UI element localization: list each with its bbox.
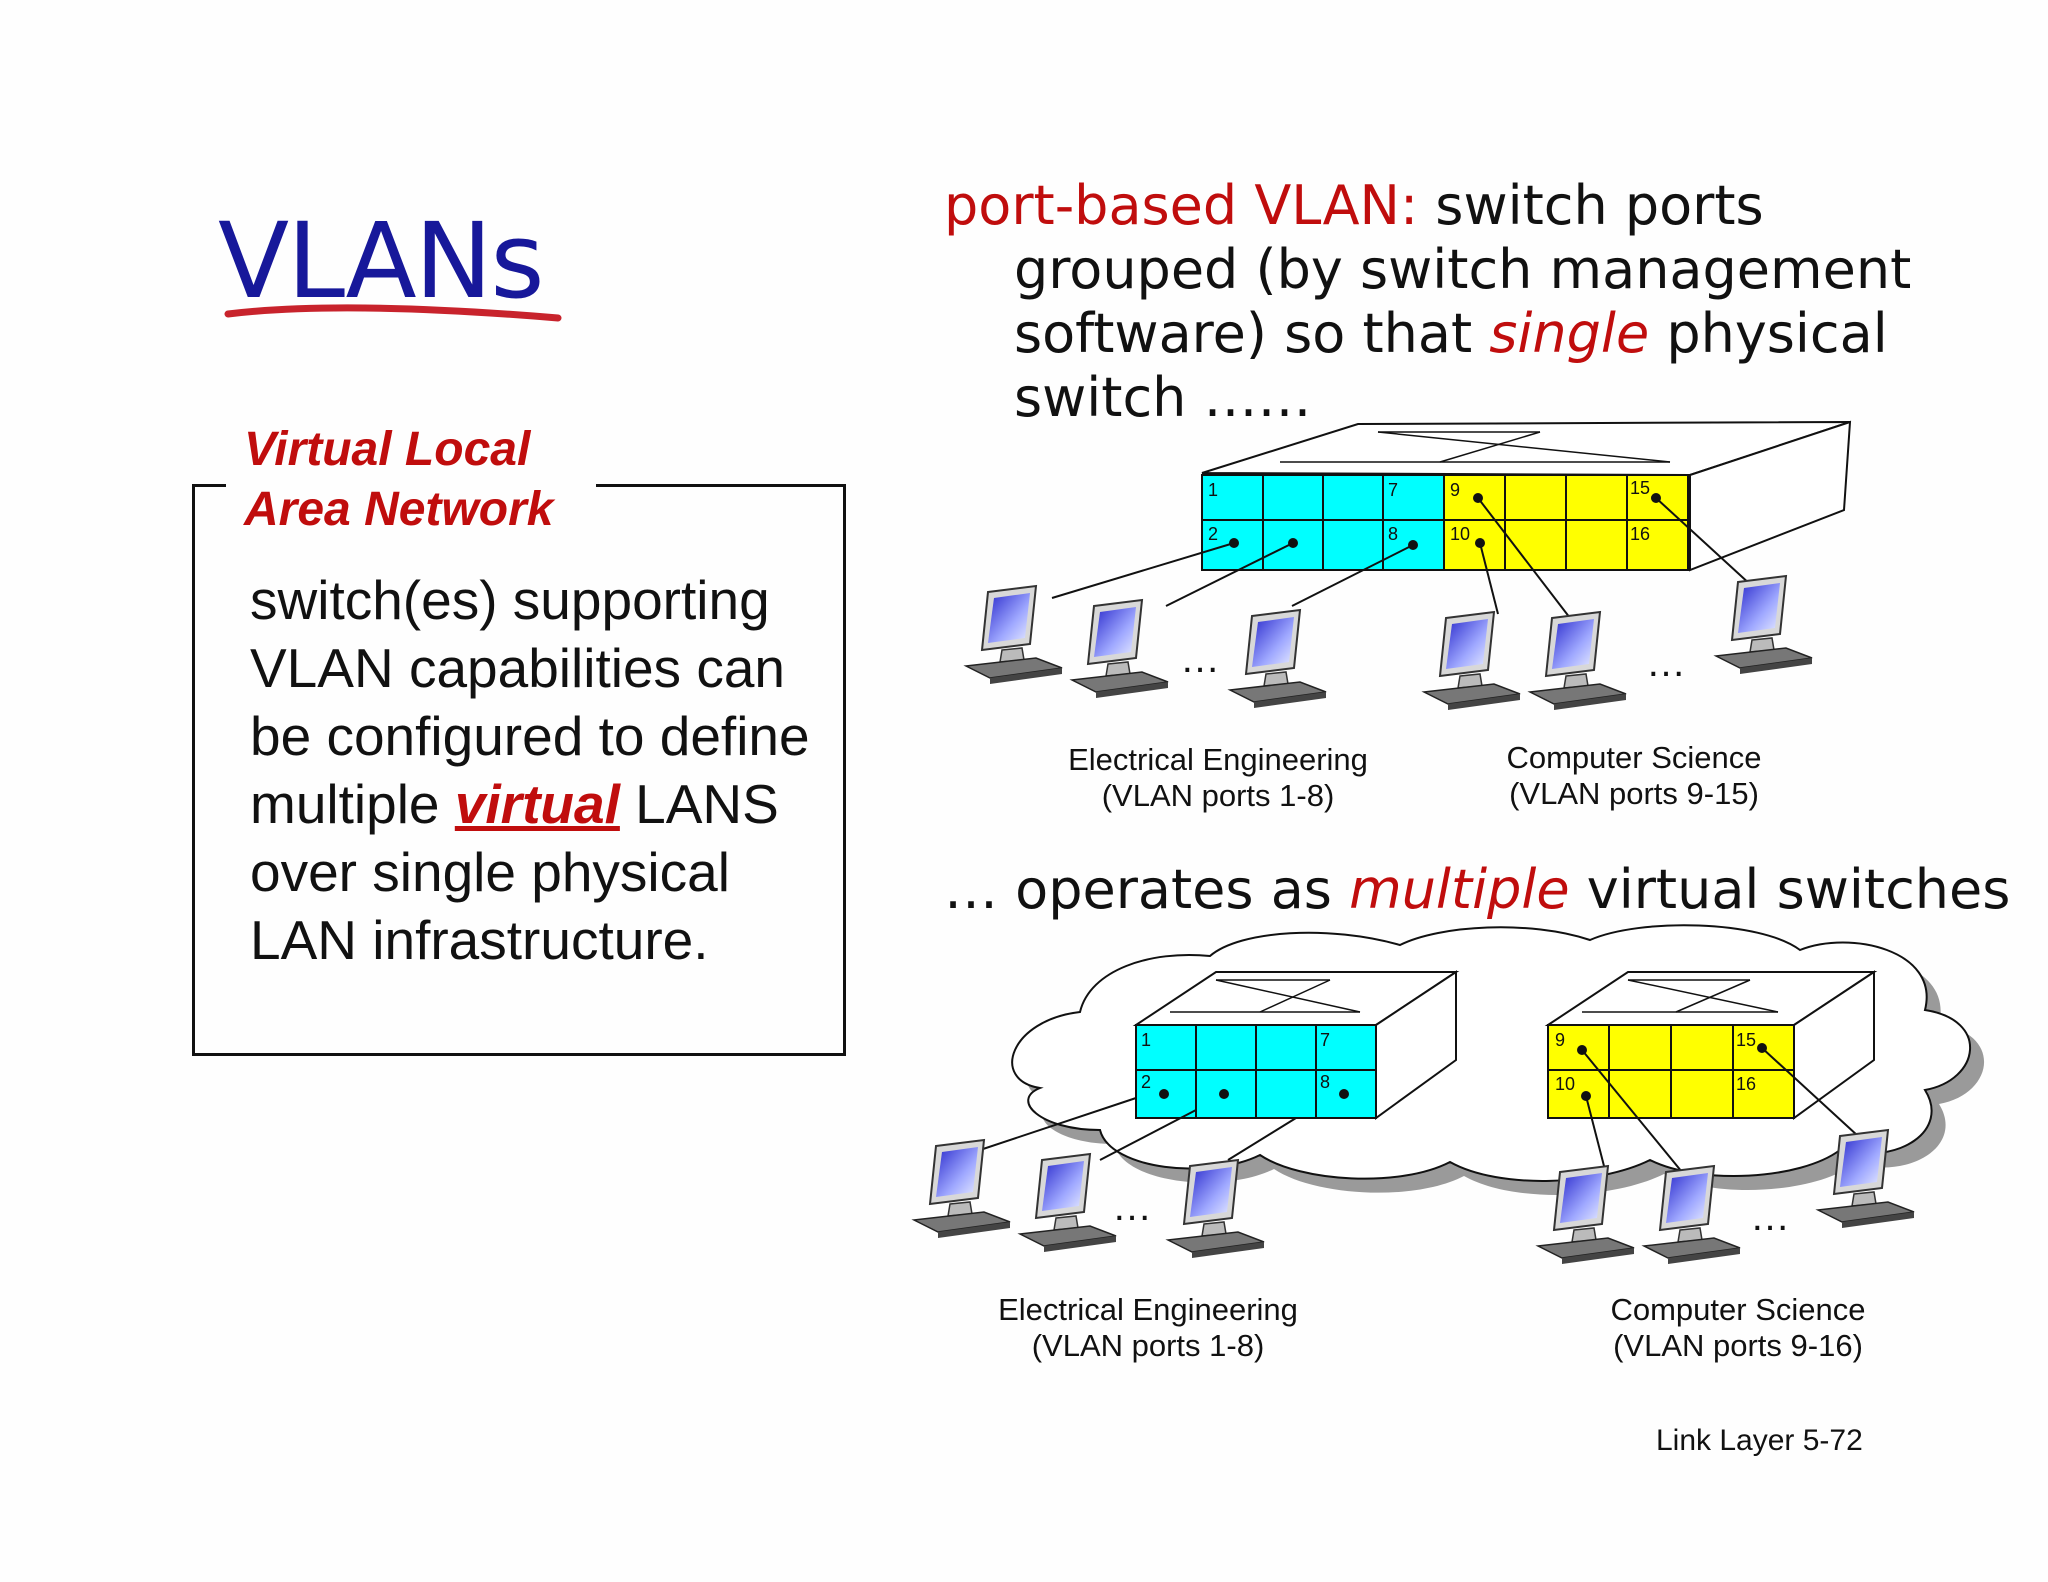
ee-ellipsis: … bbox=[1180, 637, 1220, 681]
cs-virtual-switch: 9 15 10 16 bbox=[1544, 970, 1878, 1173]
computer-icon bbox=[1715, 575, 1813, 675]
operates-multiple: multiple bbox=[1349, 858, 1570, 921]
headline-line-4: switch …… bbox=[1014, 366, 1312, 429]
port-label: 2 bbox=[1208, 524, 1218, 544]
port-label: 10 bbox=[1555, 1074, 1575, 1094]
top-ee-label-line-2: (VLAN ports 1-8) bbox=[1101, 778, 1335, 813]
computer-icon bbox=[1229, 609, 1327, 709]
bottom-cs-label: Computer Science (VLAN ports 9-16) bbox=[1558, 1292, 1918, 1364]
headline-line-3-b: physical bbox=[1649, 302, 1888, 365]
top-cs-computers bbox=[1423, 575, 1813, 711]
headline-line-3-a: software) so that bbox=[1014, 302, 1490, 365]
port-label: 15 bbox=[1630, 478, 1650, 498]
slide-footer: Link Layer 5-72 bbox=[1656, 1424, 1863, 1457]
computer-icon bbox=[1529, 611, 1627, 711]
cs-ellipsis: … bbox=[1646, 641, 1686, 685]
port-label: 15 bbox=[1736, 1030, 1756, 1050]
headline-single: single bbox=[1489, 302, 1650, 365]
port-label: 10 bbox=[1450, 524, 1470, 544]
computer-icon bbox=[1423, 611, 1521, 711]
port-label: 16 bbox=[1736, 1074, 1756, 1094]
headline: port-based VLAN: switch ports grouped (b… bbox=[944, 174, 1964, 430]
port-label: 1 bbox=[1141, 1030, 1151, 1050]
definition-text: switch(es) supporting VLAN capabilities … bbox=[250, 566, 830, 974]
headline-line-3: software) so that single physical bbox=[944, 302, 1964, 366]
bottom-ee-label: Electrical Engineering (VLAN ports 1-8) bbox=[968, 1292, 1328, 1364]
port-label: 9 bbox=[1450, 480, 1460, 500]
legend-line-1: Virtual Local bbox=[244, 423, 531, 476]
title-underline bbox=[224, 304, 562, 322]
top-switch: 1 7 9 15 2 8 10 16 bbox=[1051, 420, 1852, 619]
definition-text-start: switch(es) supporting VLAN capabilities … bbox=[250, 569, 810, 835]
top-ee-label-line-1: Electrical Engineering bbox=[1068, 742, 1368, 777]
legend-line-2: Area Network bbox=[244, 483, 554, 536]
port-label: 7 bbox=[1388, 480, 1398, 500]
port-label: 7 bbox=[1320, 1030, 1330, 1050]
operates-text: … operates as multiple virtual switches bbox=[944, 858, 2010, 921]
top-cs-label: Computer Science (VLAN ports 9-15) bbox=[1454, 740, 1814, 812]
port-label: 9 bbox=[1555, 1030, 1565, 1050]
port-label: 8 bbox=[1388, 524, 1398, 544]
headline-line-2: grouped (by switch management bbox=[1014, 238, 1912, 301]
port-label: 1 bbox=[1208, 480, 1218, 500]
virtual-highlight: virtual bbox=[454, 773, 620, 835]
cs-ellipsis-bottom: … bbox=[1750, 1195, 1790, 1239]
ee-virtual-switch: 1 7 2 8 bbox=[979, 970, 1460, 1161]
legend-background bbox=[226, 430, 596, 550]
computer-icon bbox=[1071, 599, 1169, 699]
computer-icon bbox=[913, 1139, 1011, 1239]
bottom-ee-label-line-1: Electrical Engineering bbox=[998, 1292, 1298, 1327]
operates-prefix: … operates as bbox=[944, 858, 1350, 921]
headline-line-1: switch ports bbox=[1418, 174, 1764, 237]
headline-lead: port-based VLAN: bbox=[944, 174, 1419, 237]
port-label: 2 bbox=[1141, 1072, 1151, 1092]
definition-legend: Virtual Local Area Network bbox=[244, 420, 553, 540]
definition-text-end: LANS over single physical LAN infrastruc… bbox=[250, 773, 779, 971]
top-cs-label-line-2: (VLAN ports 9-15) bbox=[1509, 776, 1759, 811]
bottom-ee-label-line-2: (VLAN ports 1-8) bbox=[1031, 1328, 1265, 1363]
operates-suffix: virtual switches bbox=[1569, 858, 2011, 921]
top-ee-computers bbox=[965, 585, 1327, 709]
top-ee-label: Electrical Engineering (VLAN ports 1-8) bbox=[1038, 742, 1398, 814]
computer-icon bbox=[965, 585, 1063, 685]
port-label: 16 bbox=[1630, 524, 1650, 544]
bottom-cs-label-line-2: (VLAN ports 9-16) bbox=[1613, 1328, 1863, 1363]
computer-icon bbox=[1019, 1153, 1117, 1253]
port-label: 8 bbox=[1320, 1072, 1330, 1092]
ee-ellipsis-bottom: … bbox=[1112, 1185, 1152, 1229]
top-cs-label-line-1: Computer Science bbox=[1506, 740, 1762, 775]
slide-title: VLANs bbox=[218, 200, 545, 322]
bottom-cs-label-line-1: Computer Science bbox=[1610, 1292, 1866, 1327]
